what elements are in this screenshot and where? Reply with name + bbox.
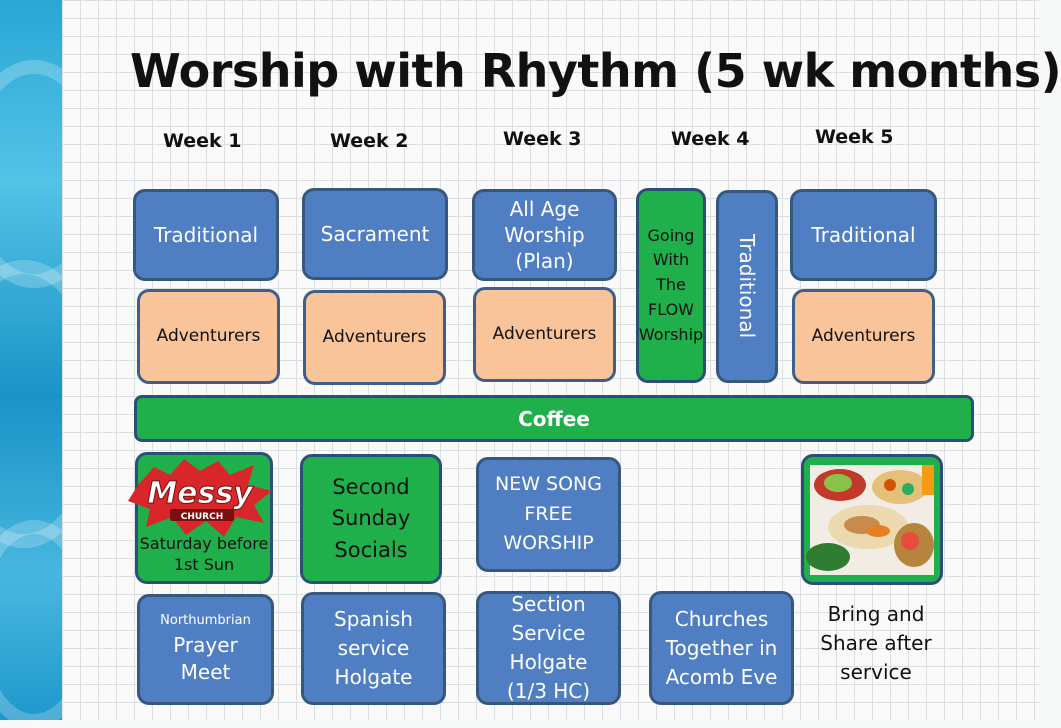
logo-church-text: CHURCH xyxy=(181,512,224,522)
logo-messy-text: Messy xyxy=(147,476,254,511)
week-4-header: Week 4 xyxy=(671,128,750,150)
week-5-bring-share-text: Bring and Share after service xyxy=(820,602,932,684)
week-5-food-image-box[interactable] xyxy=(801,454,943,585)
week-2-adventurers-box[interactable]: Adventurers xyxy=(303,290,446,385)
week-5-service-box[interactable]: Traditional xyxy=(790,189,937,281)
week-2-socials-box[interactable]: Second Sunday Socials xyxy=(300,454,442,584)
week-3-header: Week 3 xyxy=(503,128,582,150)
week-4-churches-together-label: Churches Together in Acomb Eve xyxy=(665,606,778,689)
week-4-flow-box[interactable]: Going With The FLOW Worship xyxy=(636,188,706,383)
week-1-messy-church-caption: Saturday before 1st Sun xyxy=(139,533,269,575)
week-3-service-label: All Age Worship (Plan) xyxy=(504,197,585,273)
logo-banner xyxy=(170,509,234,521)
week-5-adventurers-label: Adventurers xyxy=(811,326,916,347)
week-1-prayer-label: Prayer Meet xyxy=(173,633,238,685)
week-4-churches-together-box[interactable]: Churches Together in Acomb Eve xyxy=(649,591,794,705)
week-1-service-label: Traditional xyxy=(153,223,259,247)
week-1-adventurers-box[interactable]: Adventurers xyxy=(137,289,280,384)
week-2-adventurers-label: Adventurers xyxy=(322,327,427,348)
week-1-prayer-small-label: Northumbrian xyxy=(160,612,251,628)
week-3-adventurers-box[interactable]: Adventurers xyxy=(473,287,616,382)
week-2-socials-label: Second Sunday Socials xyxy=(331,474,411,562)
food-platter-image xyxy=(806,464,934,575)
week-3-service-box[interactable]: All Age Worship (Plan) xyxy=(472,189,617,281)
week-2-service-label: Sacrament xyxy=(320,222,430,246)
week-1-prayer-meet-box[interactable]: Northumbrian Prayer Meet xyxy=(137,594,274,705)
week-2-header: Week 2 xyxy=(330,130,409,152)
week-4-flow-label: Going With The FLOW Worship xyxy=(638,225,704,344)
page-title: Worship with Rhythm (5 wk months) xyxy=(130,44,1061,98)
week-5-service-label: Traditional xyxy=(811,223,916,247)
week-1-adventurers-label: Adventurers xyxy=(156,326,261,347)
coffee-label: Coffee xyxy=(518,406,590,431)
week-1-header: Week 1 xyxy=(163,130,242,152)
week-4-traditional-box[interactable]: Traditional xyxy=(716,190,778,383)
week-2-spanish-service-label: Spanish service Holgate xyxy=(334,607,413,689)
week-1-service-box[interactable]: Traditional xyxy=(133,189,279,281)
week-2-spanish-service-box[interactable]: Spanish service Holgate xyxy=(301,592,446,705)
week-3-new-song-label: NEW SONG FREE WORSHIP xyxy=(495,473,602,555)
week-3-section-service-box[interactable]: Section Service Holgate (1/3 HC) xyxy=(476,591,621,705)
coffee-bar[interactable]: Coffee xyxy=(134,395,974,442)
decorative-side-band xyxy=(0,0,108,728)
logo-splat-icon xyxy=(128,459,272,537)
week-2-service-box[interactable]: Sacrament xyxy=(302,188,448,280)
week-5-adventurers-box[interactable]: Adventurers xyxy=(792,289,935,384)
messy-church-logo: Messy CHURCH xyxy=(128,459,272,537)
week-3-section-service-label: Section Service Holgate (1/3 HC) xyxy=(506,592,591,703)
week-4-traditional-label: Traditional xyxy=(735,234,759,339)
week-5-header: Week 5 xyxy=(815,126,894,148)
week-3-new-song-box[interactable]: NEW SONG FREE WORSHIP xyxy=(476,457,621,572)
week-3-adventurers-label: Adventurers xyxy=(492,324,597,345)
